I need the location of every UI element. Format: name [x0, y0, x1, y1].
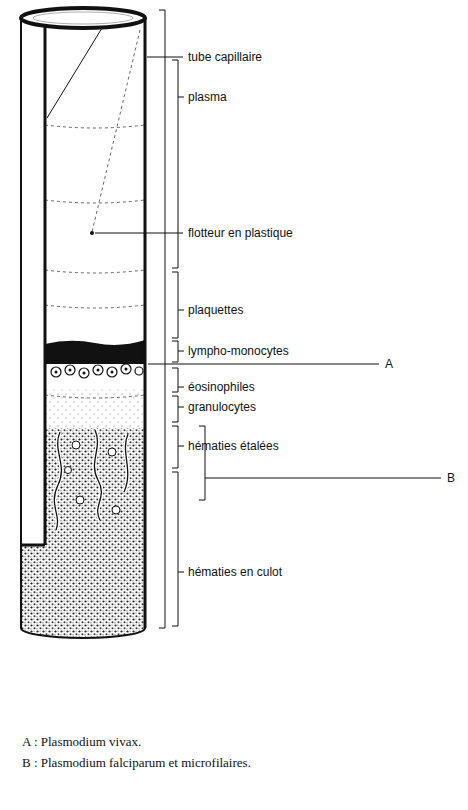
- brackets: [95, 10, 441, 628]
- caption-line: B : Plasmodium falciparum et microfilair…: [22, 755, 251, 771]
- float-marker: [90, 231, 94, 235]
- spread-red-cells: [45, 428, 145, 545]
- part-label: plaquettes: [188, 302, 243, 318]
- tube-opening-inner: [33, 12, 133, 24]
- lymphocyte-band: [45, 340, 145, 364]
- part-label: hématies en culot: [188, 564, 282, 580]
- float-edge: [47, 28, 102, 118]
- eosinophils: [51, 364, 143, 378]
- tube-wall: [21, 18, 145, 638]
- microfilariae: [54, 430, 128, 530]
- parasitized-cells: [65, 441, 121, 514]
- microfilariae-halo: [54, 430, 128, 530]
- float-outline: [45, 30, 145, 398]
- part-label: plasma: [188, 89, 227, 105]
- part-label: éosinophiles: [188, 379, 255, 395]
- granulocyte-layer: [45, 388, 145, 428]
- part-label: tube capillaire: [188, 49, 262, 65]
- eosinophil-granules: [55, 368, 128, 375]
- part-label: flotteur en plastique: [188, 225, 293, 241]
- part-label: lympho-monocytes: [188, 343, 289, 359]
- part-label: hématies étalées: [188, 438, 279, 454]
- packed-red-cells: [21, 545, 145, 638]
- caption-line: A : Plasmodium vivax.: [22, 734, 141, 750]
- tube-opening: [21, 8, 145, 28]
- part-label: granulocytes: [188, 399, 256, 415]
- callout-letter: A: [385, 356, 393, 372]
- callout-letter: B: [447, 470, 455, 486]
